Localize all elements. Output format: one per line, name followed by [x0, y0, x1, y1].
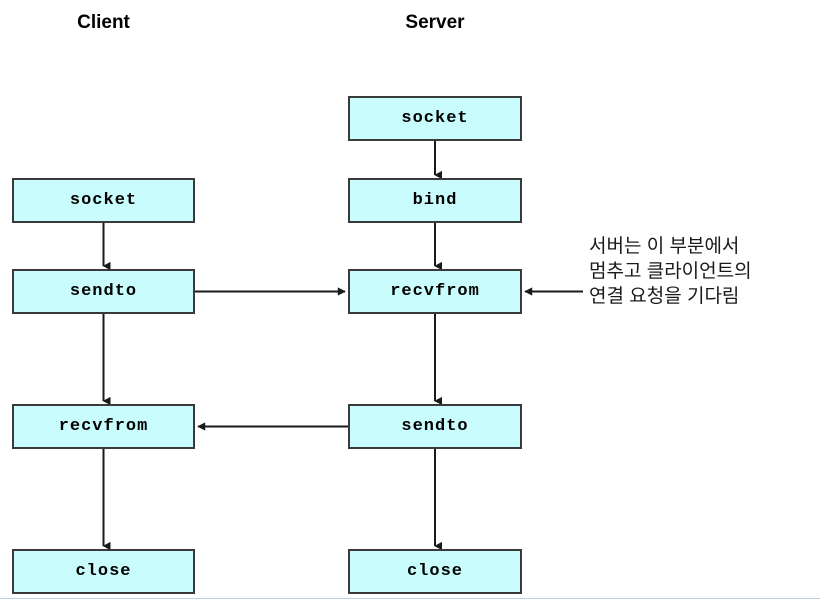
process-box-client-recvfrom[interactable]: recvfrom: [12, 404, 195, 449]
process-box-server-recvfrom[interactable]: recvfrom: [348, 269, 522, 314]
process-box-client-close[interactable]: close: [12, 549, 195, 594]
column-heading-server: Server: [405, 12, 465, 33]
process-box-server-socket[interactable]: socket: [348, 96, 522, 141]
process-box-server-bind[interactable]: bind: [348, 178, 522, 223]
process-box-server-sendto[interactable]: sendto: [348, 404, 522, 449]
process-box-client-sendto[interactable]: sendto: [12, 269, 195, 314]
process-box-client-socket[interactable]: socket: [12, 178, 195, 223]
bottom-divider: [0, 598, 820, 599]
column-heading-client: Client: [77, 12, 130, 33]
process-box-server-close[interactable]: close: [348, 549, 522, 594]
annotation-server-block-note: 서버는 이 부분에서 멈추고 클라이언트의 연결 요청을 기다림: [589, 236, 752, 307]
